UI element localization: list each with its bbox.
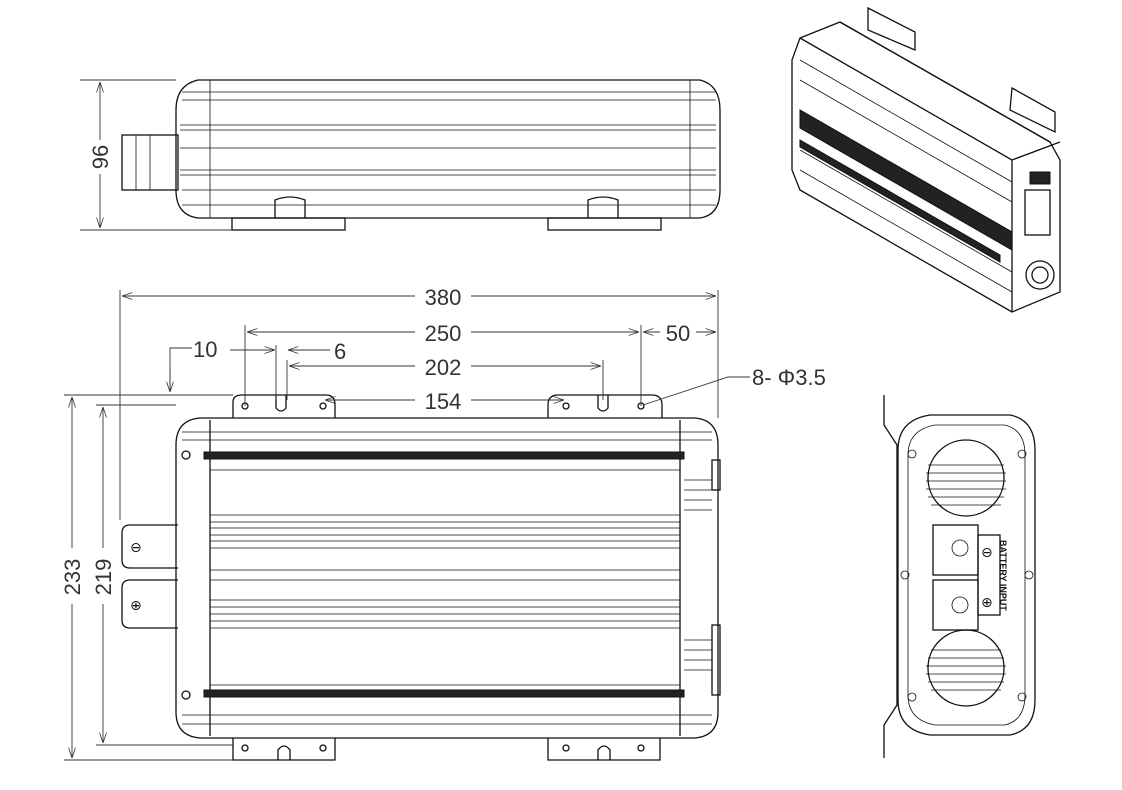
side-view: 96 bbox=[80, 79, 721, 231]
side-foot-left bbox=[231, 217, 346, 231]
end-view: ⊖ ⊕ BATTERY INPUT bbox=[883, 395, 1036, 758]
side-body bbox=[175, 79, 721, 219]
plan-view: ⊖ ⊕ bbox=[60, 284, 826, 761]
end-mount-bracket bbox=[883, 395, 898, 758]
isometric-view bbox=[791, 6, 1061, 313]
dim-202: 202 bbox=[425, 355, 462, 380]
dim-height-96: 96 bbox=[88, 145, 113, 169]
svg-text:⊕: ⊕ bbox=[130, 598, 142, 614]
dim-154: 154 bbox=[425, 389, 462, 414]
dim-50: 50 bbox=[666, 321, 690, 346]
battery-input-label: BATTERY INPUT bbox=[998, 540, 1008, 611]
terminal-positive: ⊕ bbox=[121, 579, 178, 629]
dim-233: 233 bbox=[60, 559, 85, 596]
plan-body bbox=[175, 417, 719, 739]
dim-10: 10 bbox=[193, 337, 217, 362]
svg-text:⊖: ⊖ bbox=[130, 540, 142, 556]
end-negative-symbol: ⊖ bbox=[981, 545, 993, 561]
dim-6: 6 bbox=[334, 339, 346, 364]
fan-bottom bbox=[927, 629, 1005, 707]
end-body bbox=[897, 414, 1036, 736]
hole-callout: 8- Φ3.5 bbox=[752, 365, 826, 390]
iso-body bbox=[791, 21, 1061, 313]
side-foot-right bbox=[547, 217, 662, 231]
terminal-negative: ⊖ bbox=[121, 524, 178, 569]
dim-250: 250 bbox=[425, 321, 462, 346]
fan-top bbox=[927, 439, 1005, 517]
dim-380: 380 bbox=[425, 285, 462, 310]
end-positive-symbol: ⊕ bbox=[981, 595, 993, 611]
dim-219: 219 bbox=[91, 559, 116, 596]
